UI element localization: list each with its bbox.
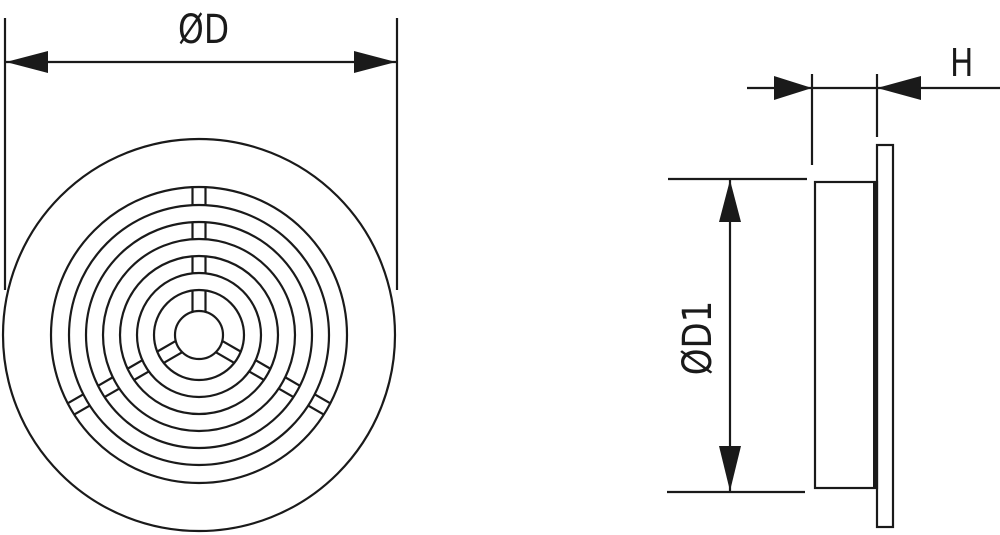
spigot-profile (813, 180, 879, 490)
spoke-tab-edge (67, 393, 84, 405)
arrow-right-icon (354, 51, 396, 73)
grille-ring (84, 220, 314, 450)
dimension-spigot-diameter (667, 177, 807, 494)
spoke-tab-edge (133, 370, 150, 381)
arrow-left-icon (877, 76, 921, 100)
side-view (813, 143, 895, 529)
spoke-tab-edge (255, 359, 271, 370)
label-spigot-diameter: ØD1 (675, 300, 721, 376)
arrow-right-icon (774, 76, 812, 100)
arrow-up-icon (719, 180, 741, 222)
spoke-tab-edge (104, 387, 120, 398)
spoke-tab-edge (73, 404, 91, 416)
grille-ring (49, 185, 349, 485)
flange-profile (875, 143, 895, 529)
spoke-tab-edge (163, 351, 183, 364)
spoke-tab-edge (284, 376, 301, 387)
spoke-tab-edge (156, 339, 177, 353)
dimension-height (747, 74, 1000, 165)
spoke-tab-edge (278, 387, 294, 398)
arrow-left-icon (6, 51, 48, 73)
spoke-tab-edge (97, 376, 114, 387)
flange-outline (1, 137, 397, 533)
spoke-tab-edge (248, 370, 265, 381)
front-view (1, 137, 397, 533)
grille-ring (118, 254, 280, 416)
label-outer-diameter: ØD (178, 7, 230, 53)
spoke-tab-edge (215, 351, 235, 364)
grille-ring (101, 237, 297, 433)
hub (173, 309, 225, 361)
spoke-tab-edge (221, 339, 242, 353)
grille-ring (135, 271, 263, 399)
dimension-outer-diameter (3, 18, 399, 290)
grille-ring (67, 203, 331, 467)
arrow-down-icon (719, 446, 741, 491)
label-height: H (950, 41, 974, 85)
spoke-tab-edge (127, 359, 143, 370)
spoke-tab-edge (307, 404, 325, 416)
spoke-tab-edge (314, 393, 331, 405)
grille-spokes (67, 187, 331, 416)
grille-ring (152, 288, 246, 382)
grille-rings (49, 185, 349, 485)
